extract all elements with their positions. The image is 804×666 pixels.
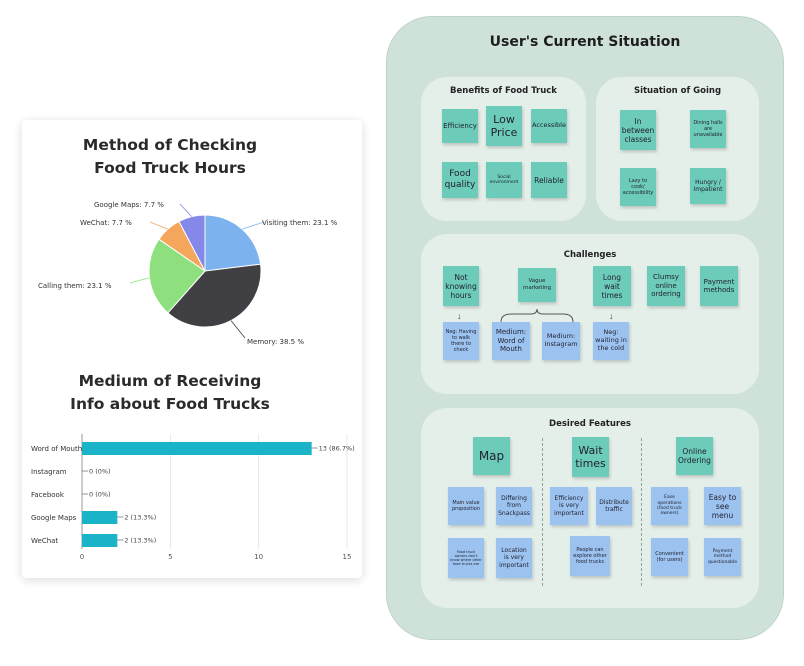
note-hungry-impatient: Hungry / Impatient — [690, 168, 726, 204]
bar — [82, 511, 118, 524]
bar — [82, 534, 118, 547]
value-label: 13 (86.7%) — [319, 445, 355, 453]
note-convenient-users: Convenient (for users) — [651, 538, 688, 576]
category-label: Instagram — [31, 468, 67, 476]
pie-chart: Visiting them: 23.1 % Memory: 38.5 % Calli… — [38, 201, 338, 346]
brace-icon — [500, 308, 574, 323]
column-divider — [542, 438, 543, 586]
category-label: Facebook — [31, 491, 65, 499]
pie-leader-line — [242, 221, 265, 230]
benefits-title: Benefits of Food Truck — [450, 86, 557, 96]
pie-chart-title: Method of Checking Food Truck Hours — [0, 134, 340, 180]
bar — [82, 442, 312, 455]
note-neg-waiting-cold: Neg: waiting in the cold — [593, 322, 629, 360]
note-efficiency-important: Efficiency is very important — [550, 487, 588, 525]
pie-label: Memory: 38.5 % — [247, 338, 304, 346]
features-title: Desired Features — [549, 419, 631, 429]
pie-title-line1: Method of Checking — [82, 136, 258, 154]
category-label: Word of Mouth — [31, 445, 82, 453]
note-easy-to-see-menu: Easy to see menu — [704, 487, 741, 525]
note-explore-other-trucks: People can explore other food trucks — [570, 536, 610, 576]
note-accessible: Accessible — [531, 109, 567, 143]
value-label: 0 (0%) — [89, 491, 111, 499]
note-social-environment: Social environment — [486, 162, 522, 198]
note-lazy-to-cook: Lazy to cook/ accessibility — [620, 168, 656, 206]
note-differing-snackpass: Differing from Snackpass — [496, 487, 532, 525]
charts-card — [22, 120, 362, 578]
pie-slice — [204, 214, 262, 272]
value-label: 2 (13.3%) — [124, 514, 156, 522]
note-not-knowing-hours: Not knowing hours — [443, 266, 479, 306]
note-reliable: Reliable — [531, 162, 567, 198]
arrow-down-icon: ↓ — [609, 311, 614, 321]
note-dining-halls: Dining halls are unavailable — [690, 110, 726, 148]
note-wait-times-header: Wait times — [572, 437, 609, 477]
pie-leader-line — [230, 320, 246, 339]
bar-chart: 0 5 10 15 Word of Mouth 13 (86.7%) Instagram 0 … — [31, 434, 355, 561]
note-medium-word-of-mouth: Medium: Word of Mouth — [492, 322, 530, 360]
note-low-price: Low Price — [486, 106, 522, 146]
note-main-value-proposition: Main value proposition — [448, 487, 484, 525]
note-payment-questionable: Payment method questionable — [704, 538, 741, 576]
note-efficiency: Efficiency — [442, 109, 478, 143]
note-vague-marketing: Vague marketing — [518, 268, 556, 302]
x-tick-label: 5 — [168, 553, 172, 561]
pie-slice — [178, 214, 206, 272]
note-ease-operations: Ease operations (food truck owners) — [651, 487, 688, 525]
arrow-down-icon: ↓ — [457, 311, 462, 321]
note-neg-walk-there: Neg: Having to walk there to check — [443, 322, 479, 360]
pie-title-line2: Food Truck Hours — [94, 159, 246, 177]
note-owners-dont-know: Food truck owners don't know where other… — [448, 538, 484, 578]
pie-label: Google Maps: 7.7 % — [94, 201, 164, 209]
column-divider — [641, 438, 642, 586]
note-map-header: Map — [473, 437, 510, 475]
value-label: 0 (0%) — [89, 468, 111, 476]
note-distribute-traffic: Distribute traffic — [596, 487, 632, 525]
pie-leader-line — [149, 221, 169, 230]
bar-title-line2: Info about Food Trucks — [70, 395, 270, 413]
pie-label: Calling them: 23.1 % — [38, 282, 112, 290]
category-label: Google Maps — [31, 514, 77, 522]
bar-title-line1: Medium of Receiving — [78, 372, 262, 390]
bar-chart-title: Medium of Receiving Info about Food Truc… — [0, 370, 340, 416]
situation-title: Situation of Going — [633, 86, 722, 96]
x-tick-label: 0 — [80, 553, 84, 561]
note-clumsy-online-ordering: Clumsy online ordering — [647, 266, 685, 306]
board-title: User's Current Situation — [489, 34, 681, 50]
x-tick-label: 15 — [343, 553, 352, 561]
note-medium-instagram: Medium: Instagram — [542, 322, 580, 360]
pie-leader-line — [129, 277, 150, 284]
benefits-panel: Benefits of Food Truck — [421, 77, 586, 221]
challenges-title: Challenges — [563, 250, 617, 260]
category-label: WeChat — [31, 537, 58, 545]
pie-label: WeChat: 7.7 % — [80, 219, 132, 227]
note-location-important: Location is very important — [496, 538, 532, 578]
note-food-quality: Food quality — [442, 162, 478, 198]
note-in-between-classes: In between classes — [620, 110, 656, 150]
note-payment-methods: Payment methods — [700, 266, 738, 306]
pie-leader-line — [179, 203, 192, 217]
note-long-wait-times: Long wait times — [593, 266, 631, 306]
pie-label: Visiting them: 23.1 % — [262, 219, 338, 227]
value-label: 2 (13.3%) — [124, 537, 156, 545]
challenges-panel: Challenges — [421, 234, 759, 394]
x-tick-label: 10 — [254, 553, 263, 561]
note-online-ordering-header: Online Ordering — [676, 437, 713, 475]
